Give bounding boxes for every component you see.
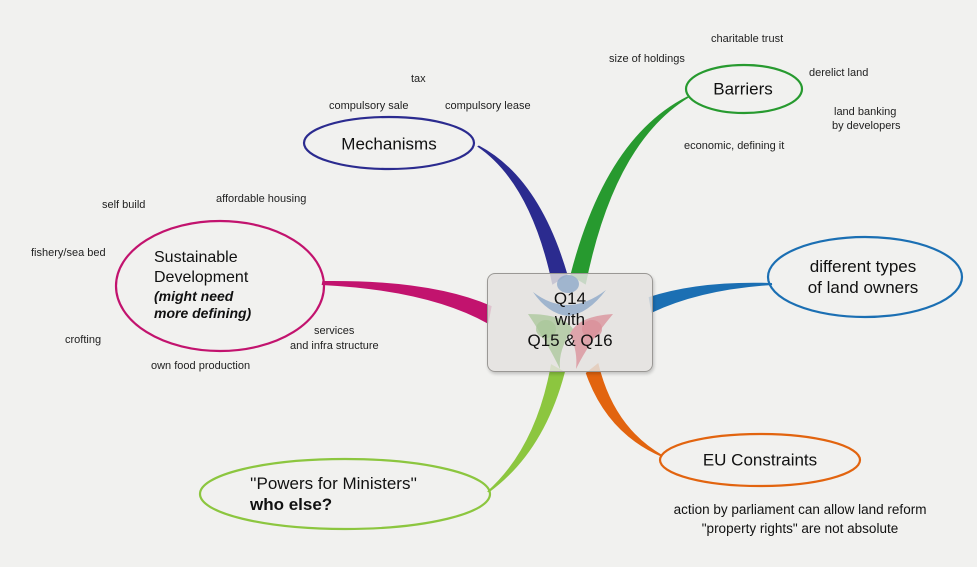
owners-line-2: of land owners (807, 278, 919, 297)
sustainable-child-infra-structure: and infra structure (290, 340, 379, 352)
branch-eu (585, 363, 663, 457)
branch-barriers (570, 96, 689, 285)
central-topic[interactable]: Q14 with Q15 & Q16 (487, 273, 653, 372)
sustainable-child-own-food: own food production (151, 360, 251, 372)
node-land-owners[interactable]: different types of land owners (808, 256, 919, 298)
ellipse-owners[interactable] (766, 235, 964, 319)
mechanisms-child-compulsory-lease: compulsory lease (445, 100, 531, 112)
barriers-child-economic: economic, defining it (684, 140, 785, 152)
node-sustainable-development[interactable]: Sustainable Development (might need more… (154, 248, 251, 322)
sustainable-line-2: Development (154, 269, 249, 286)
powers-line-2: who else? (250, 495, 333, 514)
eu-notes: action by parliament can allow land refo… (640, 500, 960, 538)
sustainable-child-fishery: fishery/sea bed (31, 247, 106, 259)
sustainable-line-1: Sustainable (154, 249, 238, 266)
branch-powers (487, 364, 565, 493)
ellipse-powers[interactable] (198, 457, 492, 531)
center-line-2: with (554, 310, 586, 329)
ellipse-mechanisms[interactable] (302, 115, 476, 171)
node-powers-for-ministers[interactable]: ''Powers for Ministers'' who else? (250, 473, 417, 515)
ellipse-eu[interactable] (658, 432, 862, 488)
branch-owners (648, 282, 773, 313)
barriers-child-size-of-holdings: size of holdings (609, 53, 685, 65)
eu-note-1: action by parliament can allow land refo… (673, 502, 927, 517)
sustainable-child-crofting: crofting (65, 334, 102, 346)
owners-line-1: different types (809, 257, 917, 276)
barriers-child-by-developers: by developers (832, 120, 901, 132)
node-eu-constraints[interactable]: EU Constraints (702, 450, 818, 470)
powers-line-1: ''Powers for Ministers'' (250, 474, 417, 493)
mechanisms-child-tax: tax (411, 73, 426, 85)
sustainable-child-self-build: self build (102, 199, 146, 211)
eu-note-2: "property rights" are not absolute (701, 521, 899, 536)
mechanisms-child-compulsory-sale: compulsory sale (329, 100, 409, 112)
center-line-1: Q14 (553, 289, 587, 308)
sustainable-child-services: services (314, 325, 355, 337)
sustainable-line-3: (might need (154, 288, 234, 304)
barriers-child-land-banking: land banking (834, 106, 897, 118)
barriers-child-charitable-trust: charitable trust (711, 33, 784, 45)
sustainable-child-affordable-housing: affordable housing (216, 193, 307, 205)
center-line-3: Q15 & Q16 (527, 331, 613, 350)
ellipse-barriers[interactable] (684, 63, 804, 115)
sustainable-line-4: more defining) (154, 305, 252, 321)
node-mechanisms[interactable]: Mechanisms (341, 134, 437, 154)
branch-sustainable (321, 280, 492, 324)
node-barriers[interactable]: Barriers (713, 79, 773, 99)
branch-mechanisms (477, 145, 568, 285)
barriers-child-derelict-land: derelict land (809, 67, 869, 79)
people-logo-icon (528, 275, 613, 369)
ellipse-sustainable[interactable] (114, 219, 326, 353)
